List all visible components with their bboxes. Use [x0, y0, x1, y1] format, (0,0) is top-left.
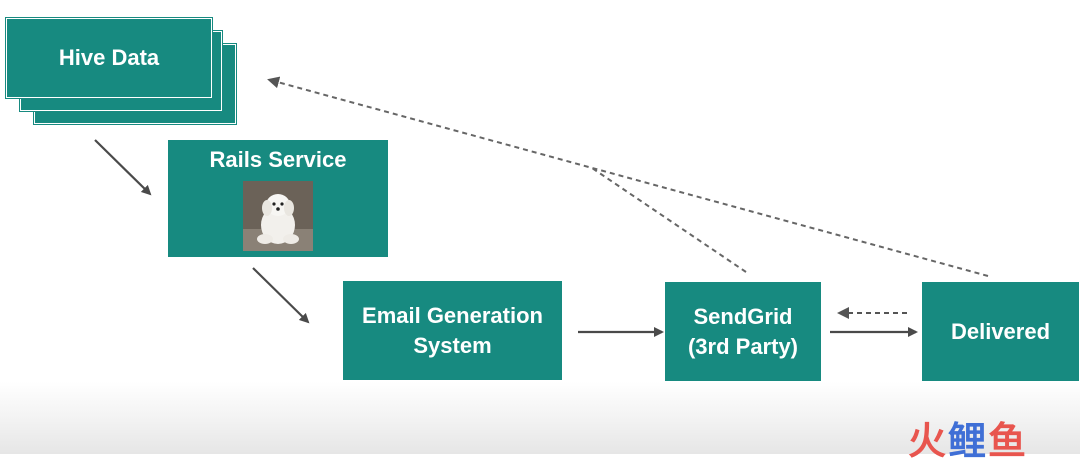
email-generation-label-line1: Email Generation — [362, 302, 543, 328]
watermark-char-3: 鱼 — [988, 419, 1029, 463]
arrow-hive-to-rails — [94, 139, 152, 196]
email-generation-label-line2: System — [413, 332, 492, 358]
hive-data-label: Hive Data — [58, 45, 160, 70]
email-generation-system-box: Email Generation System — [343, 281, 562, 380]
watermark-logo: 火鲤鱼 — [908, 410, 1028, 465]
sendgrid-box: SendGrid (3rd Party) — [665, 282, 821, 381]
hive-data-box: Hive Data — [6, 18, 212, 98]
dashed-line-sendgrid-to-hive — [591, 167, 747, 273]
white-dog-photo-icon — [243, 181, 313, 251]
delivered-label: Delivered — [950, 318, 1051, 344]
watermark-char-2: 鲤 — [948, 419, 989, 463]
rails-service-box: Rails Service — [168, 140, 388, 257]
watermark-char-1: 火 — [908, 419, 949, 463]
delivered-box: Delivered — [922, 282, 1079, 381]
sendgrid-label-line1: SendGrid — [693, 303, 793, 329]
rails-service-label: Rails Service — [209, 147, 347, 172]
arrow-rails-to-email — [252, 267, 310, 324]
sendgrid-label-line2: (3rd Party) — [687, 333, 799, 359]
